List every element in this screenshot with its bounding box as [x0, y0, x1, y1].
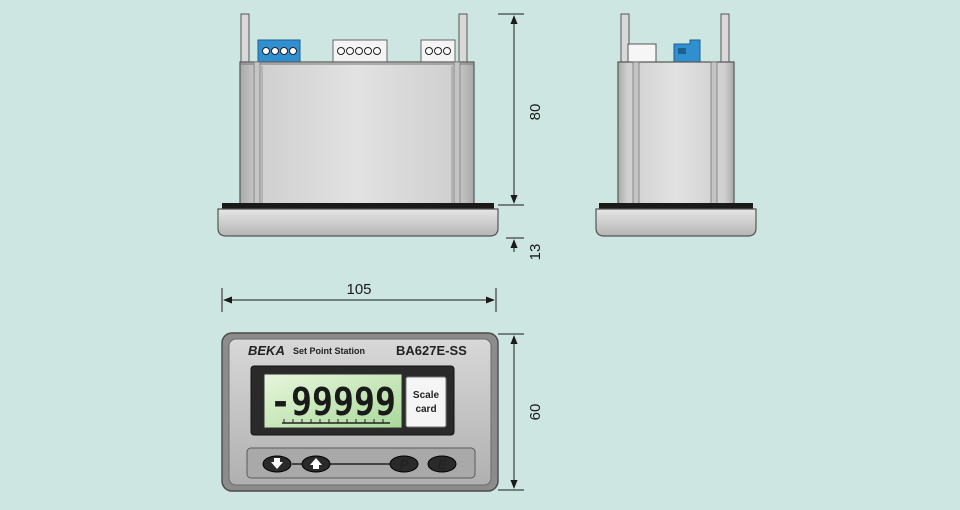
dimension-label-80: 80	[527, 104, 544, 121]
gasket	[222, 203, 494, 209]
e-button-label: E	[438, 457, 447, 472]
rear-view	[217, 13, 499, 237]
dimension-label-60: 60	[527, 404, 544, 421]
dimension-height-body: 80	[498, 13, 544, 206]
scale-card	[405, 376, 447, 428]
brand-logo: BEKA	[248, 343, 285, 358]
p-button[interactable]: P	[389, 455, 419, 473]
product-name: Set Point Station	[293, 346, 365, 356]
gasket	[599, 203, 753, 209]
terminal-block-white-large	[332, 39, 388, 63]
housing-body	[239, 61, 475, 206]
arrow-down-icon	[271, 458, 283, 469]
scale-card-line1: Scale	[413, 390, 440, 401]
bezel	[217, 208, 499, 237]
dimension-label-13: 13	[527, 244, 544, 261]
keypad-strip	[246, 447, 476, 479]
side-view	[595, 13, 757, 237]
terminal-block-blue	[257, 39, 301, 63]
terminal-block-white-small	[420, 39, 456, 63]
dimension-height-front: 60	[498, 333, 544, 491]
e-button[interactable]: E	[427, 455, 457, 473]
bargraph-ticks	[283, 419, 384, 423]
p-button-label: P	[400, 457, 409, 472]
dimension-width-front: 105	[221, 281, 497, 312]
model-number: BA627E-SS	[396, 343, 467, 358]
front-panel: BEKA Set Point Station BA627E-SS -99999 …	[221, 332, 499, 492]
up-button[interactable]	[301, 455, 331, 473]
lcd-screen	[263, 373, 403, 429]
scale-card-line2: card	[415, 404, 436, 415]
arrow-up-icon	[310, 458, 322, 469]
down-button[interactable]	[262, 455, 292, 473]
stud-left	[240, 13, 250, 63]
dimension-label-105: 105	[346, 281, 371, 298]
stud-right	[458, 13, 468, 63]
connector-blue	[673, 39, 701, 63]
display-value: -99999	[270, 380, 396, 424]
bezel	[595, 208, 757, 237]
dimension-height-bezel: 13	[506, 237, 544, 261]
stud-right	[720, 13, 730, 63]
connector-white	[627, 43, 657, 63]
